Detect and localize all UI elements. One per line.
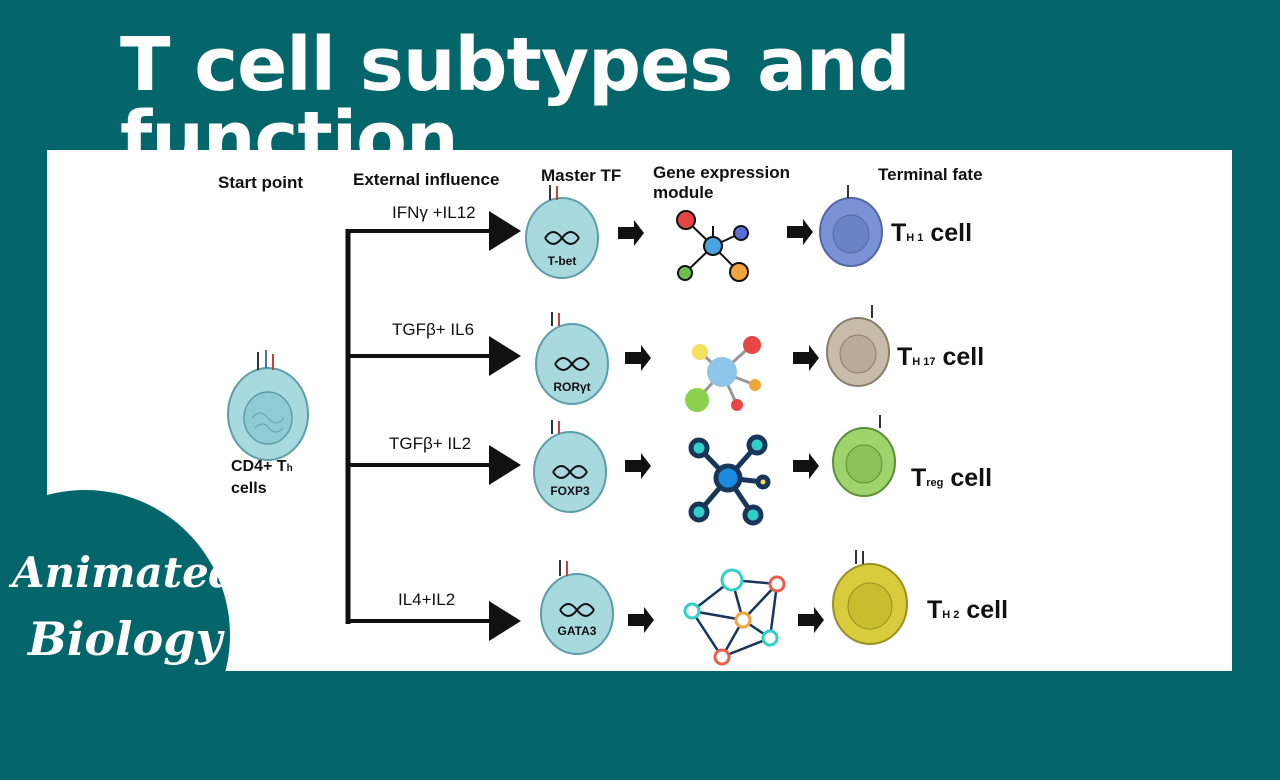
- fate-th1-main: T: [891, 219, 907, 247]
- gene-module-3-icon: [688, 434, 771, 526]
- header-terminal-fate: Terminal fate: [878, 165, 983, 184]
- branch-lines: [345, 211, 521, 641]
- th1-cell-icon: [819, 185, 883, 267]
- fate-treg: Treg cell: [911, 464, 992, 493]
- th2-cell-icon: [832, 550, 908, 645]
- tf-label-gata3: GATA3: [557, 624, 597, 638]
- tf-cell-gata3-icon: [540, 560, 614, 655]
- logo-line1: Animated: [12, 548, 239, 597]
- pathway-graphics: [227, 185, 908, 666]
- header-start-point: Start point: [218, 173, 303, 192]
- fate-th2: TH 2 cell: [927, 596, 1008, 625]
- tf-cell-roryt-icon: [535, 312, 609, 405]
- page-title: T cell subtypes and function: [120, 22, 911, 182]
- tf-label-tbet: T-bet: [547, 254, 577, 268]
- cytokines-th17: TGFβ+ IL6: [392, 320, 475, 339]
- tf-label-roryt: RORγt: [553, 380, 591, 394]
- fate-th1-suffix: cell: [923, 219, 973, 247]
- tf-label-foxp3: FOXP3: [550, 484, 590, 498]
- fate-th2-suffix: cell: [959, 596, 1009, 624]
- start-cell-label-main: CD4+ T: [231, 458, 287, 475]
- tf-cell-foxp3-icon: [533, 420, 607, 513]
- start-cell-label: CD4+ Th cells: [231, 456, 293, 501]
- fate-th2-sub: H 2: [942, 609, 960, 621]
- fate-treg-sub: reg: [926, 477, 944, 489]
- logo-line2: Biology: [28, 612, 223, 666]
- fate-treg-suffix: cell: [943, 464, 993, 492]
- th17-cell-icon: [826, 305, 890, 387]
- header-master-tf: Master TF: [541, 166, 622, 185]
- fate-treg-main: T: [911, 464, 927, 492]
- start-cell-label-sub: h: [286, 463, 293, 474]
- tf-cell-tbet-icon: [525, 185, 599, 279]
- fate-th17-sub: H 17: [912, 356, 936, 368]
- fate-th1-sub: H 1: [906, 232, 924, 244]
- cd4-cell-icon: [227, 350, 309, 461]
- cytokines-treg: TGFβ+ IL2: [389, 434, 472, 453]
- gene-module-4-icon: [683, 568, 786, 666]
- gene-module-1-icon: [676, 210, 749, 282]
- header-gene-expression: Gene expression module: [653, 163, 791, 202]
- start-cell-label-line2: cells: [231, 480, 267, 498]
- cytokines-th2: IL4+IL2: [398, 590, 456, 609]
- treg-cell-icon: [832, 415, 896, 497]
- module-to-fate-arrows: [787, 219, 824, 633]
- header-external-influence: External influence: [353, 170, 500, 189]
- fate-th1: TH 1 cell: [891, 219, 972, 248]
- fate-th17: TH 17 cell: [897, 343, 984, 372]
- fate-th17-suffix: cell: [935, 343, 985, 371]
- tf-to-module-arrows: [618, 220, 654, 633]
- cytokines-th1: IFNγ +IL12: [392, 203, 476, 222]
- gene-module-2-icon: [685, 336, 761, 412]
- fate-th17-main: T: [897, 343, 913, 371]
- fate-th2-main: T: [927, 596, 943, 624]
